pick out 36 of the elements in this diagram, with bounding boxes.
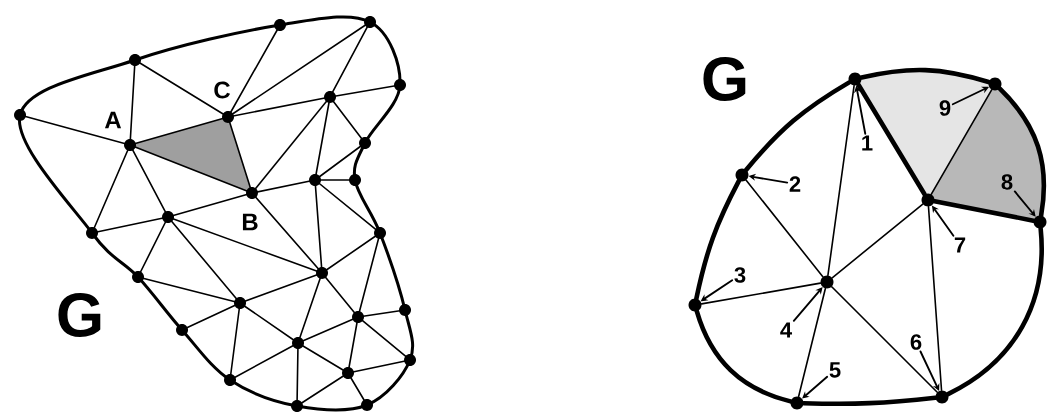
callout-arrow [802,375,829,399]
vertex-label: A [104,111,122,129]
callout-arrow [919,350,940,391]
region-label: G [703,57,746,101]
mesh-edge [797,287,827,398]
mesh-edge [856,82,927,197]
callout-number: 7 [954,237,966,253]
callout-number: 3 [734,267,746,283]
mesh-edge [830,285,939,394]
boundary-curve [694,309,793,404]
boundary-curve [801,395,938,407]
mesh-edge [827,84,855,277]
vertex-label: C [214,81,230,99]
callout-arrow [1013,190,1036,217]
callout-number: 5 [829,362,841,378]
callout-number: 9 [939,100,951,116]
mesh-edge [700,282,822,305]
vertex-label: B [242,213,258,231]
mesh-edge [930,89,993,195]
callout-number: 6 [910,334,922,350]
mesh-edge [745,179,824,278]
callout-number: 4 [780,322,792,338]
boundary-curve [997,86,1047,218]
callout-number: 2 [789,176,801,192]
boundary-curve [859,67,991,85]
callout-arrow [951,86,989,106]
boundary-curve [945,226,1044,397]
callout-arrow [792,287,823,322]
mesh-edge [932,199,1036,223]
mesh-edge [927,205,943,392]
boundary-curve [744,80,852,173]
callout-number: 1 [862,135,873,151]
boundary-curve [694,178,742,301]
mesh-edge [831,203,924,279]
region-label: G [58,293,101,337]
callout-number: 8 [1001,174,1013,190]
